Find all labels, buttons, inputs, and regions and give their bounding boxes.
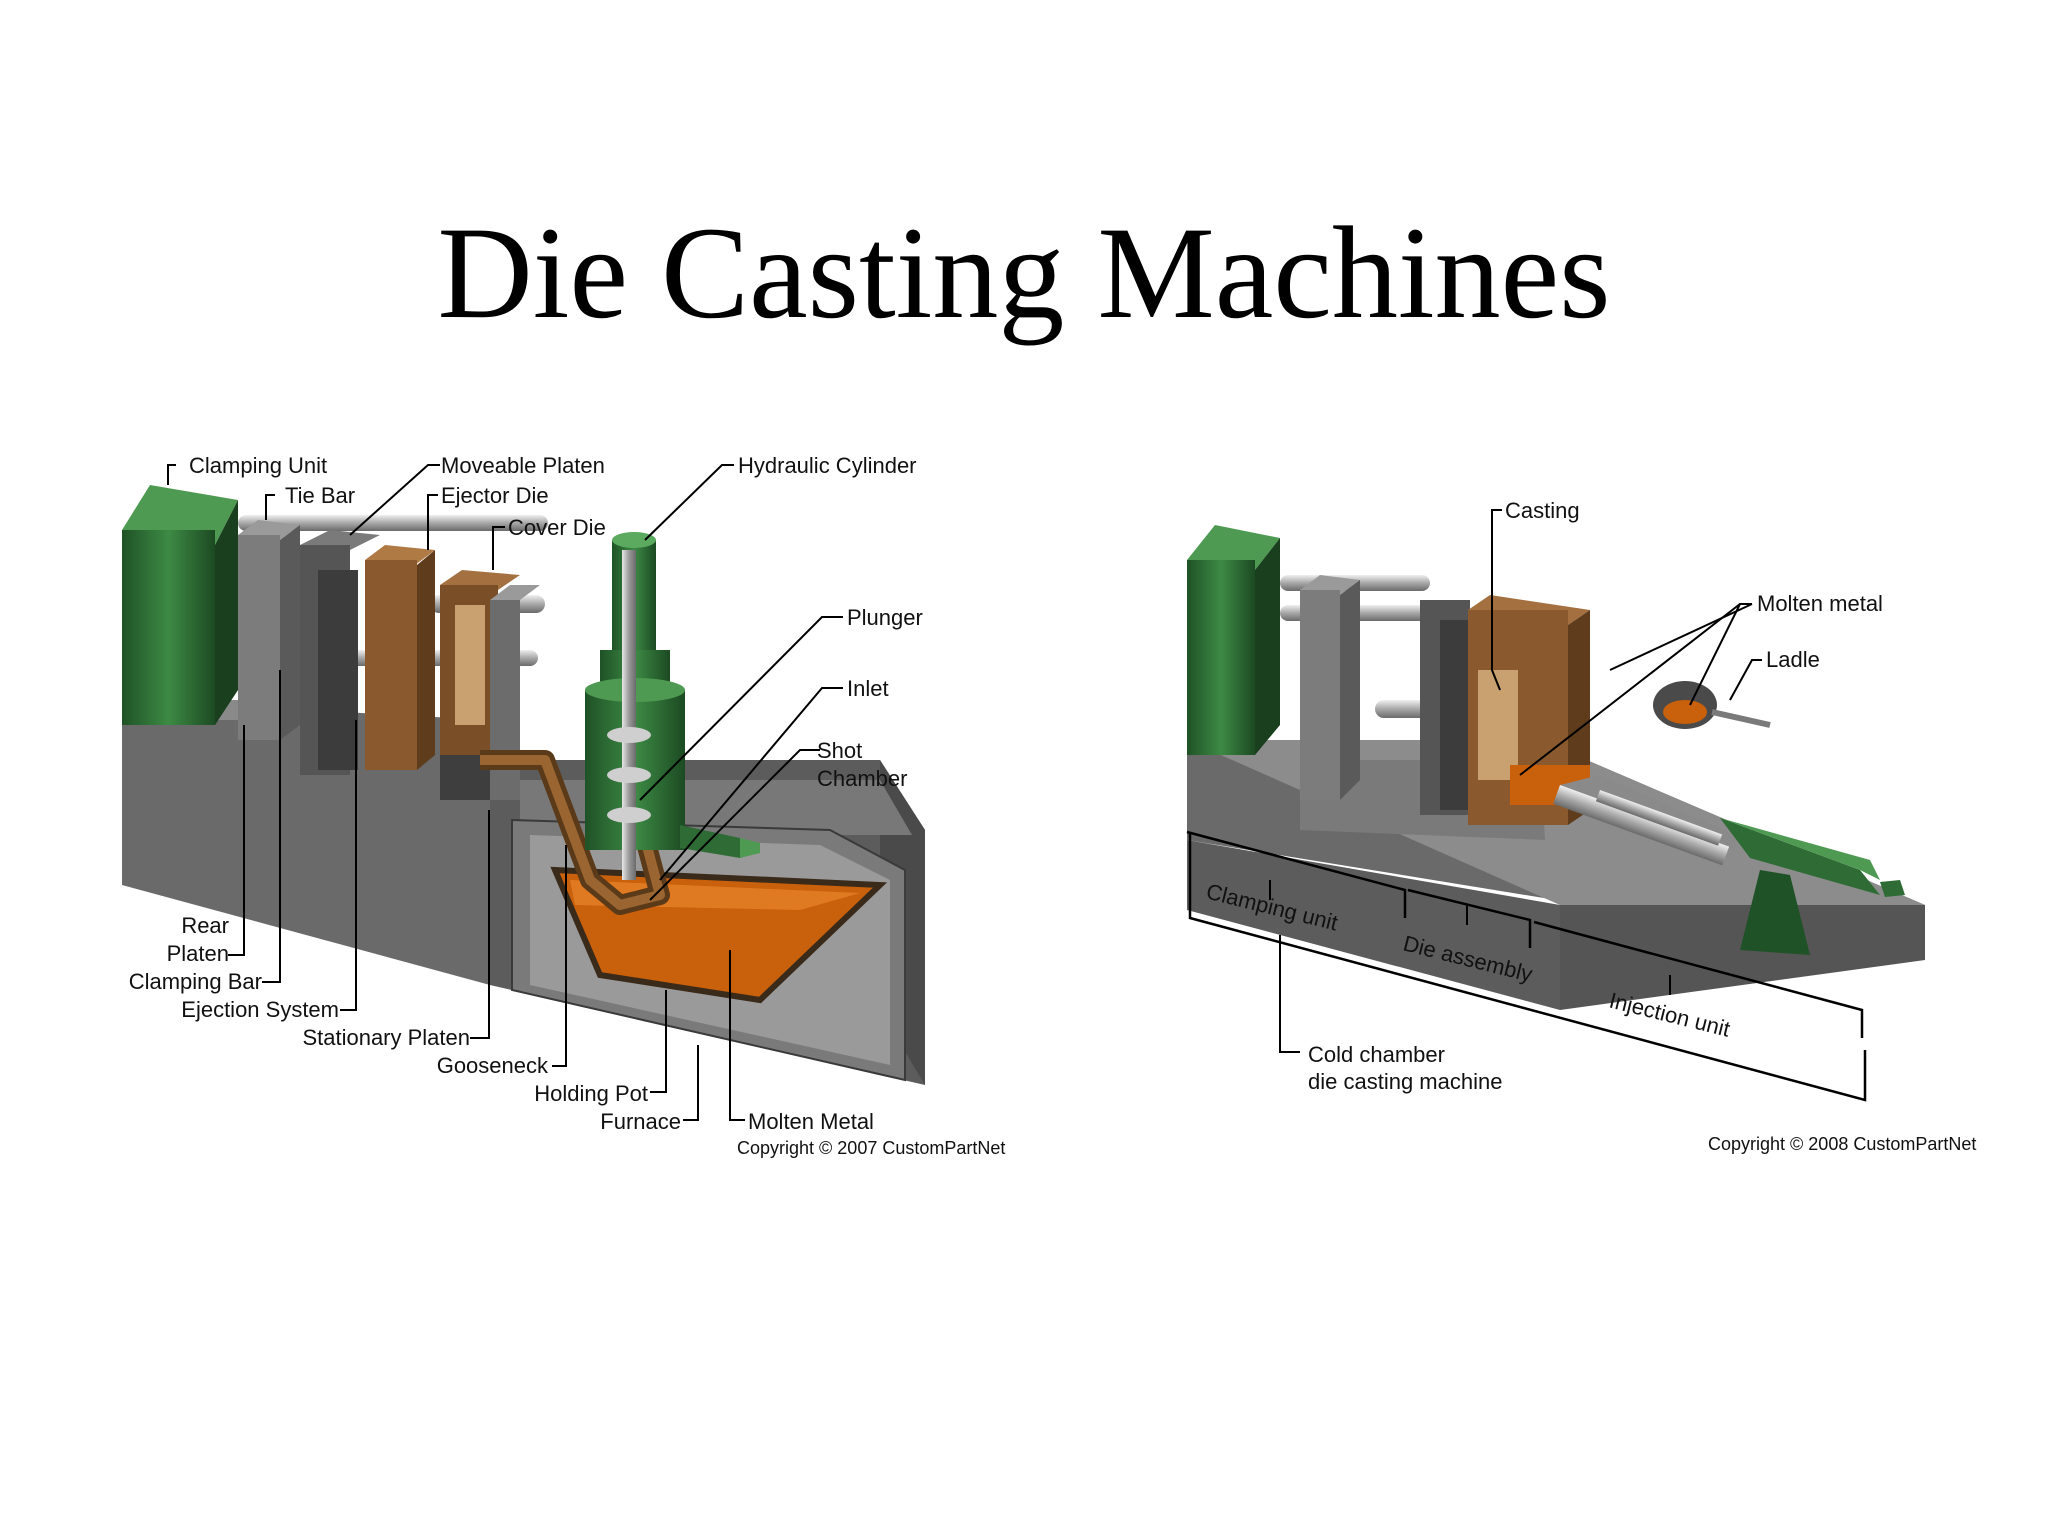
cold-ladle	[1653, 681, 1771, 729]
label-die-casting-machine: die casting machine	[1308, 1069, 1502, 1094]
slide-title: Die Casting Machines	[437, 199, 1611, 346]
copyright-2007: Copyright © 2007 CustomPartNet	[737, 1138, 1005, 1158]
label-moveable-platen: Moveable Platen	[441, 453, 605, 478]
copyright-2008: Copyright © 2008 CustomPartNet	[1708, 1134, 1976, 1154]
label-shot: Shot	[817, 738, 862, 763]
cold-chamber-machine: Casting Molten metal Ladle Clamping unit…	[1186, 498, 1976, 1154]
label-ejector-die: Ejector Die	[441, 483, 549, 508]
label-casting: Casting	[1505, 498, 1580, 523]
label-chamber: Chamber	[817, 766, 907, 791]
label-clamping-bar: Clamping Bar	[129, 969, 262, 994]
label-holding-pot: Holding Pot	[534, 1081, 648, 1106]
label-gooseneck: Gooseneck	[437, 1053, 549, 1078]
label-inlet: Inlet	[847, 676, 889, 701]
label-cover-die: Cover Die	[508, 515, 606, 540]
label-molten-metal: Molten Metal	[748, 1109, 874, 1134]
plunger	[622, 550, 636, 880]
label-molten-metal-cold: Molten metal	[1757, 591, 1883, 616]
label-hydraulic-cylinder: Hydraulic Cylinder	[738, 453, 917, 478]
cold-rear-platen	[1300, 575, 1360, 800]
moveable-platen	[300, 530, 380, 775]
ejector-die	[365, 545, 435, 770]
cold-injection-unit	[1553, 775, 1905, 955]
cold-clamping-unit	[1187, 525, 1280, 755]
hydraulic-cylinder	[585, 532, 760, 880]
cold-die-assembly	[1468, 595, 1590, 825]
cover-die	[440, 570, 520, 755]
label-platen: Platen	[167, 941, 229, 966]
furnace	[511, 818, 906, 1082]
label-clamping-unit: Clamping Unit	[189, 453, 327, 478]
hot-labels: Clamping Unit Tie Bar Moveable Platen Ej…	[129, 453, 1006, 1158]
cold-leader-lines	[1491, 509, 1762, 776]
cold-brackets	[1186, 830, 1867, 1102]
rear-platen	[238, 520, 300, 740]
label-rear: Rear	[181, 913, 229, 938]
hot-chamber-machine: Clamping Unit Tie Bar Moveable Platen Ej…	[122, 453, 1005, 1158]
label-stationary-platen: Stationary Platen	[302, 1025, 470, 1050]
clamping-unit	[122, 485, 238, 725]
label-cold-chamber: Cold chamber	[1308, 1042, 1445, 1067]
label-ejection-system: Ejection System	[181, 997, 339, 1022]
label-injection-unit: Injection unit	[1607, 988, 1733, 1042]
label-tie-bar: Tie Bar	[285, 483, 355, 508]
label-ladle: Ladle	[1766, 647, 1820, 672]
label-furnace: Furnace	[600, 1109, 681, 1134]
cold-moveable-platen	[1420, 600, 1470, 815]
label-plunger: Plunger	[847, 605, 923, 630]
hot-leader-lines	[167, 464, 843, 1121]
